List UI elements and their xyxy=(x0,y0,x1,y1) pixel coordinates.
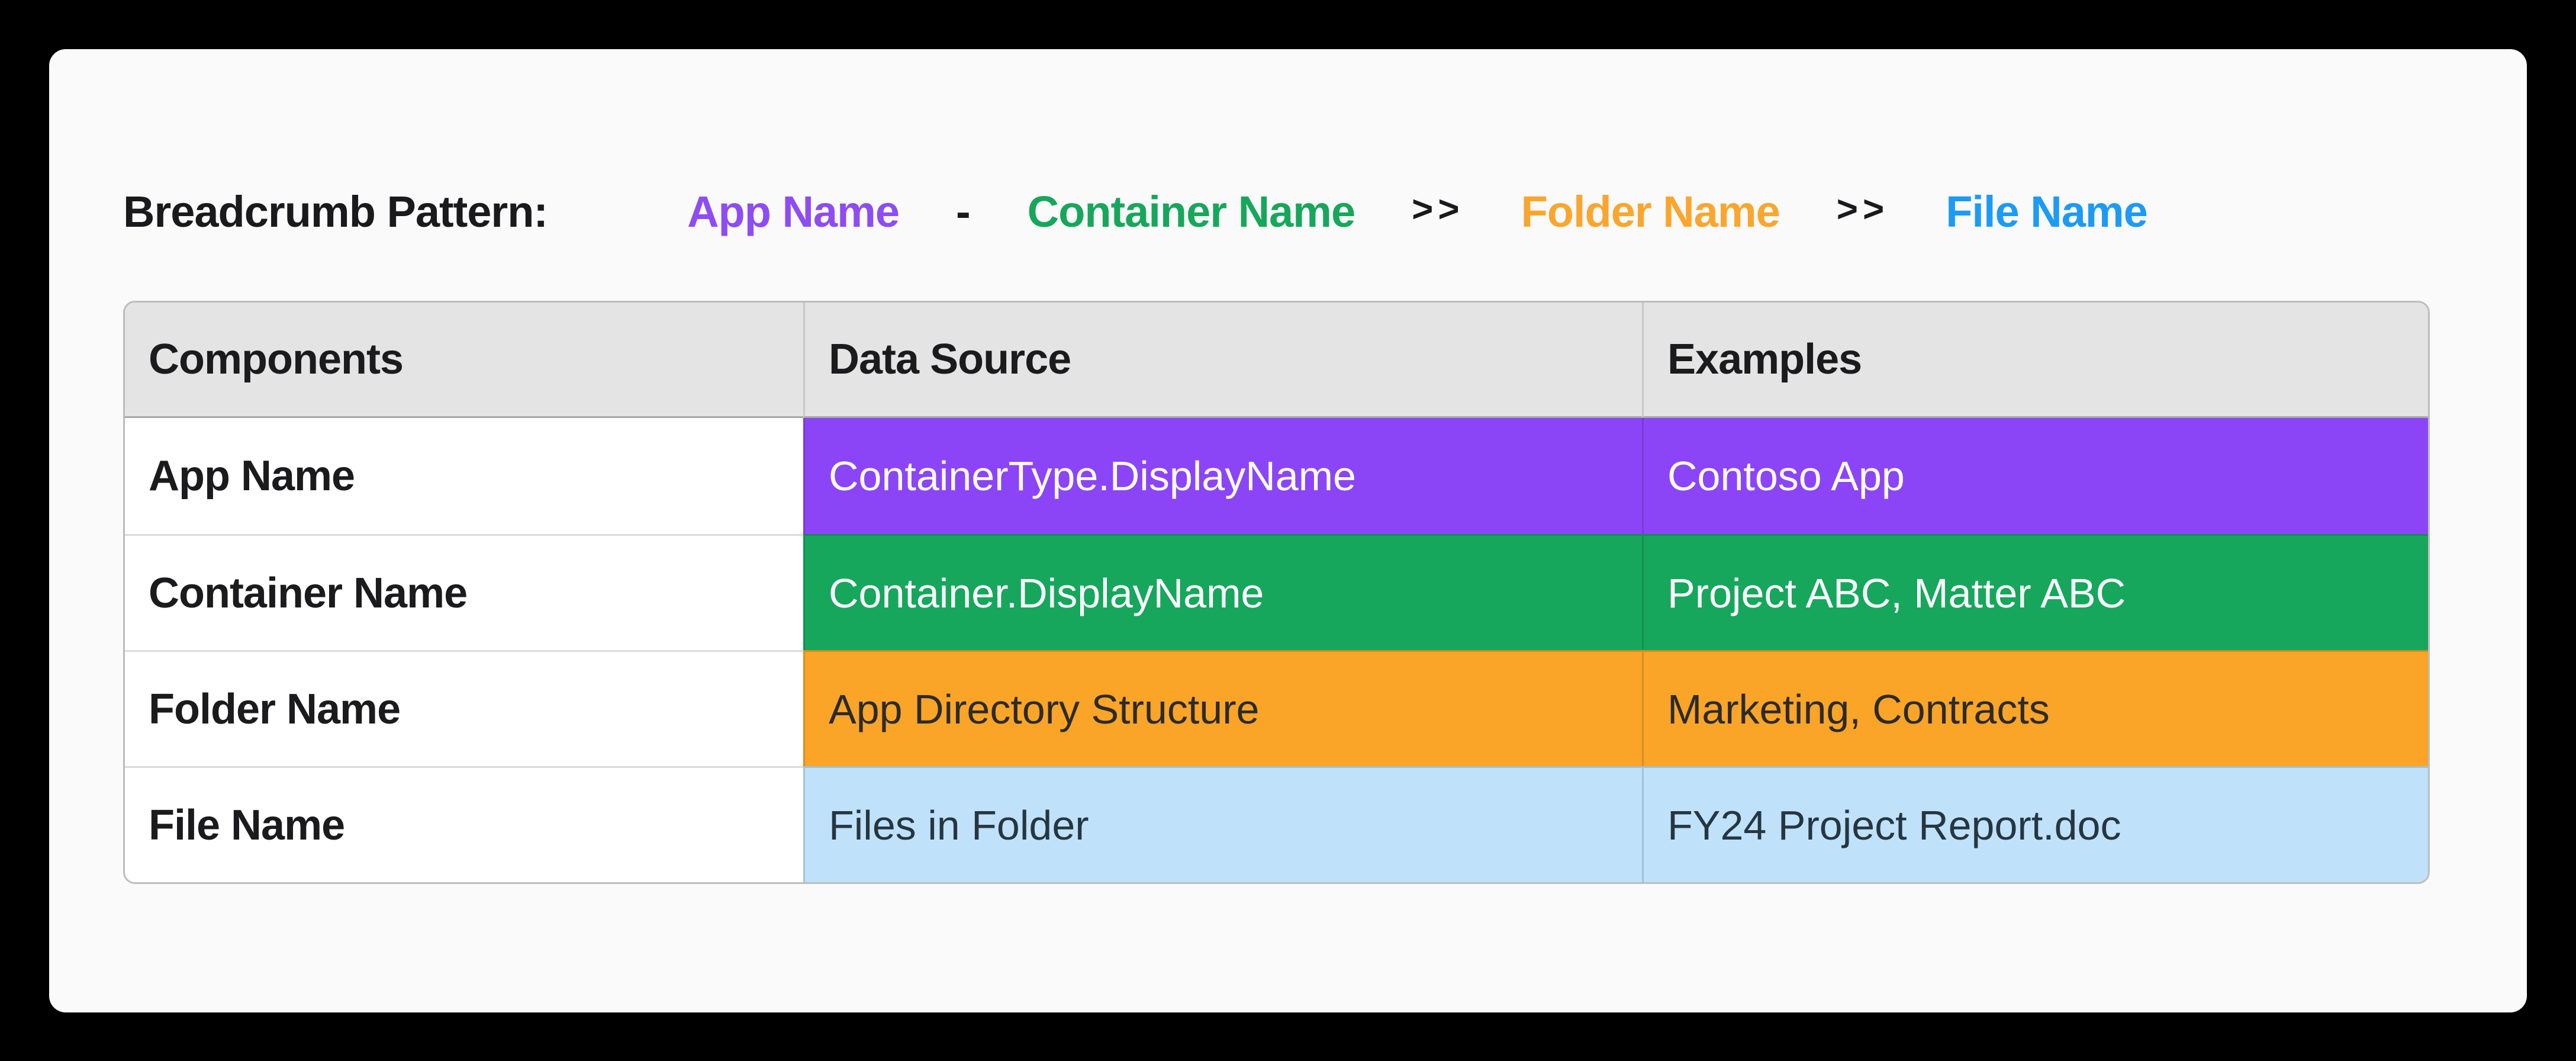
components-table: Components Data Source Examples App Name… xyxy=(123,301,2430,884)
column-header-examples: Examples xyxy=(1642,303,2428,418)
table-row-folder-name: Folder Name App Directory Structure Mark… xyxy=(125,650,2428,766)
cell-app-name-component: App Name xyxy=(125,418,803,534)
breadcrumb-separator-dash: - xyxy=(956,187,971,236)
cell-container-name-component: Container Name xyxy=(125,534,803,650)
breadcrumb-item-container-name: Container Name xyxy=(1027,187,1355,236)
cell-folder-name-example: Marketing, Contracts xyxy=(1642,650,2428,766)
cell-app-name-example: Contoso App xyxy=(1642,418,2428,534)
breadcrumb-separator-chevrons-2: >> xyxy=(1836,189,1889,230)
content-card: Breadcrumb Pattern: App Name - Container… xyxy=(49,49,2527,1012)
breadcrumb-item-file-name: File Name xyxy=(1946,187,2148,236)
breadcrumb-item-app-name: App Name xyxy=(687,187,900,236)
table-row-container-name: Container Name Container.DisplayName Pro… xyxy=(125,534,2428,650)
column-header-components: Components xyxy=(125,303,803,418)
cell-folder-name-data-source: App Directory Structure xyxy=(803,650,1642,766)
cell-folder-name-component: Folder Name xyxy=(125,650,803,766)
cell-container-name-data-source: Container.DisplayName xyxy=(803,534,1642,650)
table-row-app-name: App Name ContainerType.DisplayName Conto… xyxy=(125,418,2428,534)
components-table-grid: Components Data Source Examples App Name… xyxy=(125,303,2428,882)
cell-container-name-example: Project ABC, Matter ABC xyxy=(1642,534,2428,650)
cell-file-name-example: FY24 Project Report.doc xyxy=(1642,766,2428,882)
breadcrumb-pattern-label: Breadcrumb Pattern: xyxy=(123,187,548,236)
cell-app-name-data-source: ContainerType.DisplayName xyxy=(803,418,1642,534)
breadcrumb: Breadcrumb Pattern: App Name - Container… xyxy=(123,187,2148,237)
column-header-data-source: Data Source xyxy=(803,303,1642,418)
table-row-file-name: File Name Files in Folder FY24 Project R… xyxy=(125,766,2428,882)
breadcrumb-item-folder-name: Folder Name xyxy=(1521,187,1780,236)
cell-file-name-component: File Name xyxy=(125,766,803,882)
table-header-row: Components Data Source Examples xyxy=(125,303,2428,418)
breadcrumb-separator-chevrons-1: >> xyxy=(1412,189,1464,230)
cell-file-name-data-source: Files in Folder xyxy=(803,766,1642,882)
